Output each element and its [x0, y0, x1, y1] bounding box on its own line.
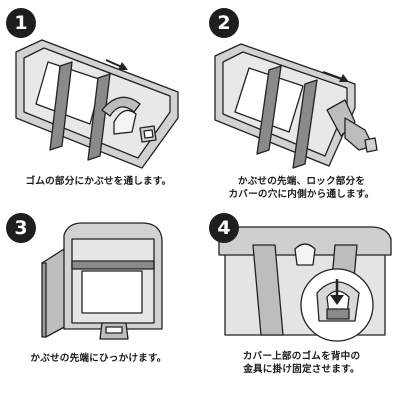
step-3-panel: 3 かぶせの先端にひっかけます。 [2, 205, 195, 405]
direction-arrow-icon [105, 59, 128, 70]
step-4-illustration [218, 226, 392, 342]
step-4-panel: 4 カバー上部のゴムを背中の [205, 205, 398, 405]
step-4-caption: カバー上部のゴムを背中の 金具に掛け固定させます。 [242, 351, 361, 375]
step-2-caption: かぶせの先端、ロック部分を カバーの穴に内側から通します。 [228, 176, 375, 200]
step-2-number-badge: 2 [209, 8, 239, 38]
step-3-caption: かぶせの先端にひっかけます。 [30, 353, 167, 364]
direction-arrow-icon [322, 71, 349, 82]
step-3-illustration [41, 222, 163, 340]
step-2-illustration [214, 43, 378, 169]
step-3-number-badge: 3 [6, 213, 36, 243]
step-1-number-badge: 1 [6, 8, 36, 38]
step-2-panel: 2 かぶせの先端、ロック部分を カバーの穴に内側から通します。 [205, 0, 398, 200]
step-1-panel: 1 [2, 0, 195, 200]
step-1-caption: ゴムの部分にかぶせを通します。 [25, 176, 172, 187]
step-4-number-badge: 4 [209, 213, 239, 243]
step-1-illustration [15, 39, 179, 169]
down-arrow-icon [330, 279, 344, 305]
